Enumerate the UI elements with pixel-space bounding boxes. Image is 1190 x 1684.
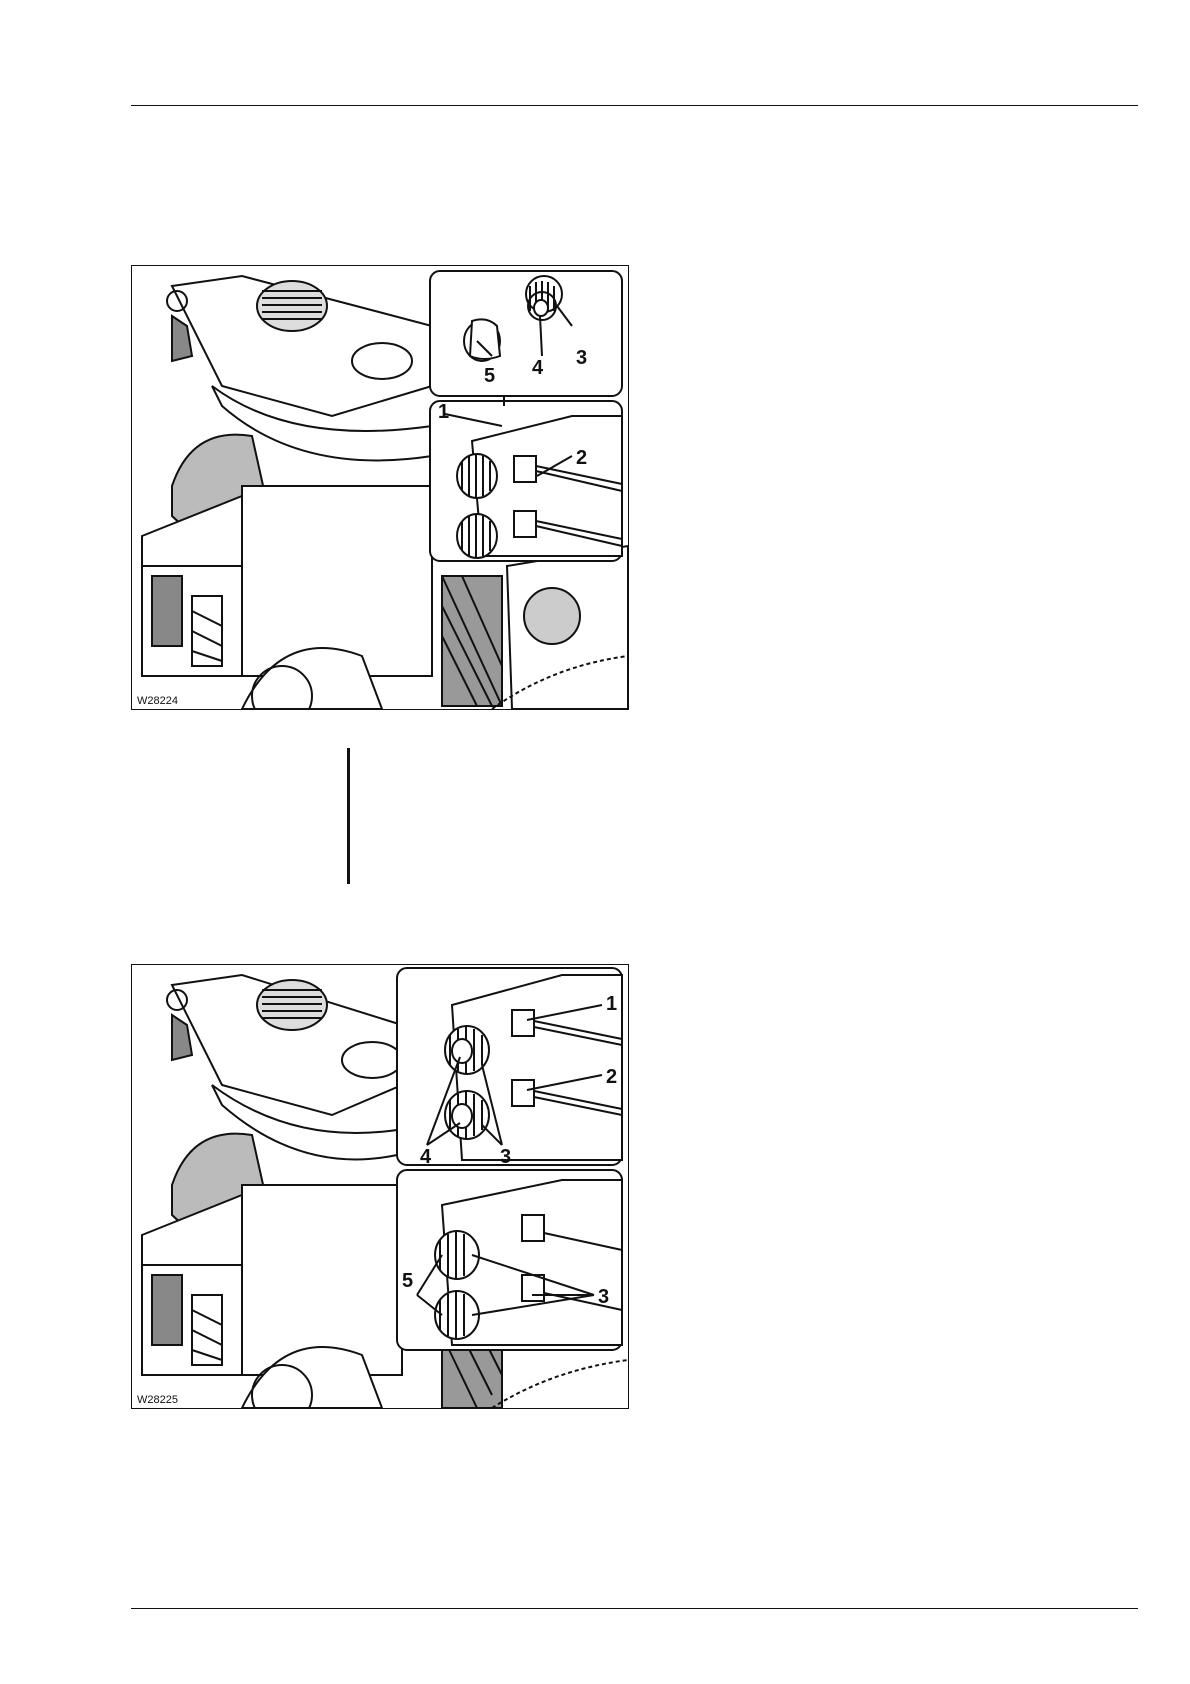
illustration-w28225: 1 2 4 3 3 5 W28225 — [131, 964, 629, 1409]
callout-3-lower: 3 — [598, 1286, 609, 1308]
figure-id: W28224 — [135, 695, 180, 707]
footer-rule — [131, 1608, 1138, 1609]
illustration-w28224: 1 2 3 4 5 W28224 — [131, 265, 629, 710]
callout-1: 1 — [606, 993, 617, 1015]
callout-5: 5 — [484, 365, 495, 387]
callout-3: 3 — [576, 347, 587, 369]
crane-connection-drawing: 1 2 3 4 5 — [132, 266, 628, 709]
crane-connection-drawing: 1 2 4 3 3 5 — [132, 965, 628, 1408]
callout-2: 2 — [606, 1066, 617, 1088]
figure-id: W28225 — [135, 1394, 180, 1406]
callout-3: 3 — [500, 1146, 511, 1168]
callout-5: 5 — [402, 1270, 413, 1292]
header-rule — [131, 105, 1138, 106]
callout-4: 4 — [420, 1146, 432, 1168]
callout-1: 1 — [438, 401, 449, 423]
change-bar — [347, 748, 350, 884]
callout-4: 4 — [532, 357, 544, 379]
callout-2: 2 — [576, 447, 587, 469]
